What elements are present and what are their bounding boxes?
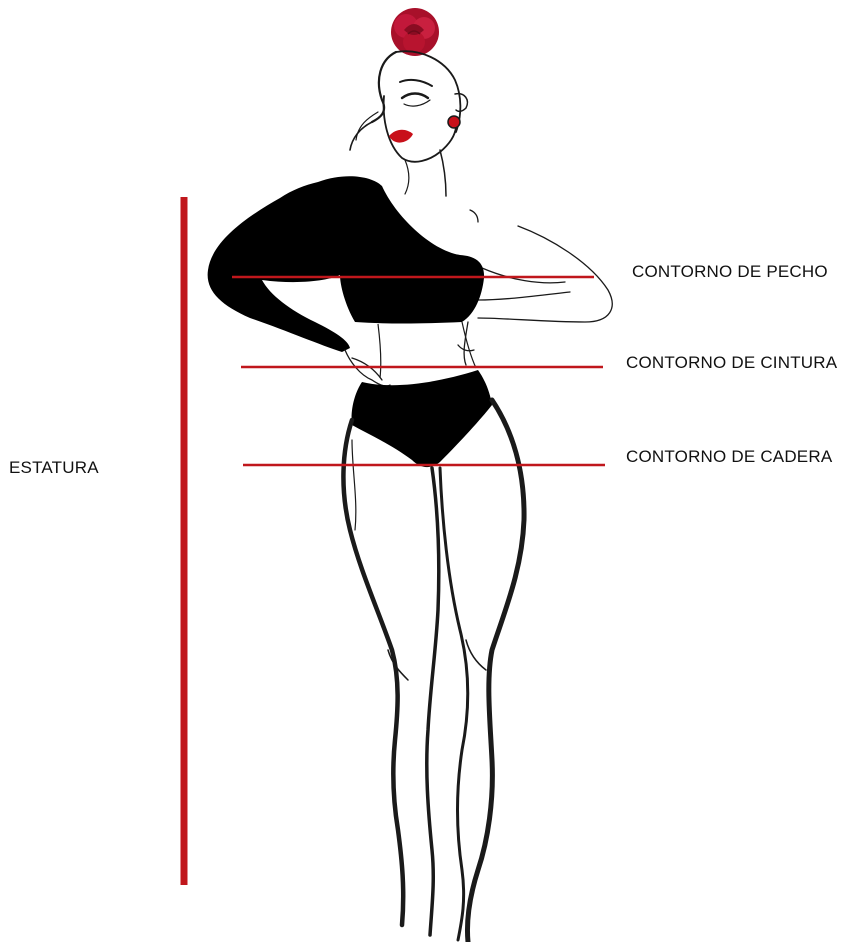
crop-top [208, 176, 484, 352]
rose-icon [391, 8, 439, 56]
right-arm-outline [470, 210, 612, 322]
hands-outline [345, 322, 474, 386]
hip-label: CONTORNO DE CADERA [626, 447, 832, 467]
height-label: ESTATURA [9, 458, 99, 478]
waist-label: CONTORNO DE CINTURA [626, 353, 837, 373]
torso-outline [378, 322, 476, 378]
chest-label: CONTORNO DE PECHO [632, 262, 828, 282]
legs-outline [343, 400, 524, 942]
briefs [352, 370, 492, 467]
earring-icon [448, 116, 460, 128]
lips-icon [389, 130, 413, 143]
